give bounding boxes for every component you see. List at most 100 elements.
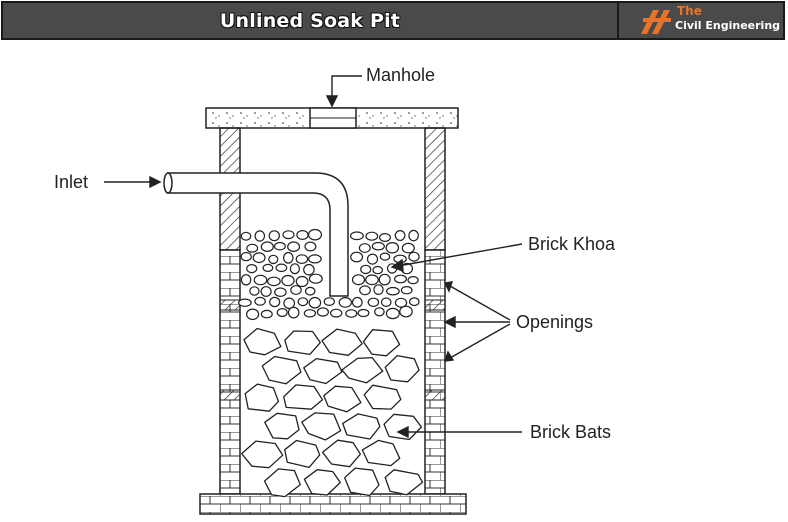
- brick-bat-stone: [261, 355, 302, 385]
- inlet-arrowhead: [149, 175, 162, 189]
- page-title: Unlined Soak Pit: [219, 9, 401, 32]
- khoa-stone: [246, 308, 260, 321]
- khoa-stone: [240, 251, 252, 262]
- khoa-stone: [295, 254, 309, 265]
- openings-leader-bottom: [449, 323, 511, 359]
- khoa-stone: [275, 263, 288, 273]
- khoa-stone: [267, 276, 281, 287]
- manhole-arrowhead: [325, 95, 339, 108]
- khoa-stone: [254, 296, 266, 306]
- khoa-stone: [351, 296, 363, 308]
- khoa-stone: [308, 228, 323, 241]
- label-manhole: Manhole: [366, 65, 436, 85]
- khoa-stone: [374, 307, 385, 317]
- khoa-stone: [360, 264, 372, 275]
- khoa-stone: [380, 297, 392, 307]
- khoa-stone: [304, 241, 317, 252]
- manhole-cover: [205, 107, 459, 129]
- brick-bat-stone: [384, 354, 420, 383]
- khoa-stone: [281, 274, 295, 287]
- khoa-stone: [372, 265, 383, 275]
- khoa-stone: [359, 285, 371, 296]
- khoa-stone: [295, 275, 309, 288]
- khoa-stone: [274, 287, 287, 297]
- khoa-stone: [282, 230, 295, 240]
- brick-bat-stone: [303, 469, 341, 496]
- brick-khoa-leader: [397, 243, 523, 267]
- khoa-stone: [290, 285, 302, 295]
- khoa-stone: [357, 308, 370, 318]
- khoa-stone: [268, 254, 279, 265]
- header-bar: Unlined Soak Pit The Civil Engineering: [1, 1, 785, 40]
- brick-bat-stone: [384, 469, 424, 496]
- khoa-stone: [345, 309, 358, 318]
- base-slab: [199, 493, 467, 515]
- khoa-stone: [269, 296, 281, 308]
- khoa-stone: [253, 274, 268, 286]
- label-openings: Openings: [516, 312, 594, 332]
- brick-bat-stone: [361, 439, 401, 467]
- brick-bat-stone: [243, 327, 282, 356]
- brand-logo: The Civil Engineering: [619, 3, 783, 38]
- brick-bat-stone: [263, 468, 301, 498]
- label-inlet: Inlet: [54, 172, 89, 192]
- khoa-stone: [283, 297, 296, 310]
- openings-arrowhead-top: [443, 281, 454, 293]
- khoa-stone: [379, 252, 391, 261]
- brick-bat-stone: [284, 439, 321, 469]
- khoa-stone: [296, 230, 309, 241]
- khoa-stone: [254, 230, 266, 242]
- label-brick-bats: Brick Bats: [530, 422, 612, 442]
- khoa-stone: [252, 252, 266, 264]
- brick-bat-stone: [321, 328, 363, 356]
- brick-bats-arrowhead: [396, 425, 409, 439]
- khoa-stone: [273, 241, 286, 251]
- khoa-stone: [308, 273, 323, 284]
- manhole-leader: [331, 75, 362, 102]
- khoa-stone: [394, 297, 408, 308]
- brick-bat-stone: [323, 385, 362, 413]
- khoa-stone: [289, 263, 300, 275]
- brick-khoa-fill: [238, 228, 420, 321]
- label-brick-khoa: Brick Khoa: [528, 234, 616, 254]
- logo-the-text: The: [677, 4, 702, 18]
- title-box: Unlined Soak Pit: [3, 3, 619, 38]
- khoa-stone: [297, 297, 309, 307]
- khoa-stone: [287, 241, 301, 252]
- khoa-stone: [385, 242, 400, 254]
- khoa-stone: [394, 274, 408, 284]
- khoa-stone: [366, 253, 379, 265]
- khoa-stone: [282, 251, 294, 264]
- brick-bat-stone: [341, 356, 384, 384]
- khoa-stone: [303, 263, 315, 276]
- brick-bat-stone: [241, 440, 284, 469]
- khoa-stone: [330, 308, 343, 318]
- khoa-stone: [371, 241, 385, 251]
- openings-arrowhead-mid: [443, 315, 456, 329]
- khoa-stone: [303, 309, 317, 318]
- left-wall: [219, 127, 241, 495]
- brick-bats-fill: [241, 327, 424, 498]
- brick-bat-stone: [301, 412, 342, 441]
- khoa-stone: [386, 286, 400, 296]
- khoa-stone: [246, 264, 258, 274]
- khoa-stone: [399, 305, 413, 318]
- khoa-stone: [260, 309, 273, 319]
- khoa-stone: [268, 230, 280, 242]
- openings-leader-top: [449, 285, 511, 321]
- khoa-stone: [367, 297, 380, 307]
- khoa-stone: [276, 308, 288, 318]
- brick-bat-stone: [342, 413, 381, 440]
- khoa-stone: [365, 274, 379, 286]
- khoa-stone: [394, 230, 406, 242]
- khoa-stone: [408, 297, 420, 307]
- khoa-stone: [246, 243, 259, 253]
- brick-bat-stone: [244, 383, 280, 412]
- brick-khoa-arrowhead: [390, 258, 404, 273]
- khoa-stone: [323, 297, 335, 307]
- brick-bat-stone: [363, 384, 402, 410]
- khoa-stone: [379, 233, 392, 243]
- brick-bat-stone: [362, 329, 401, 357]
- khoa-stone: [385, 307, 400, 320]
